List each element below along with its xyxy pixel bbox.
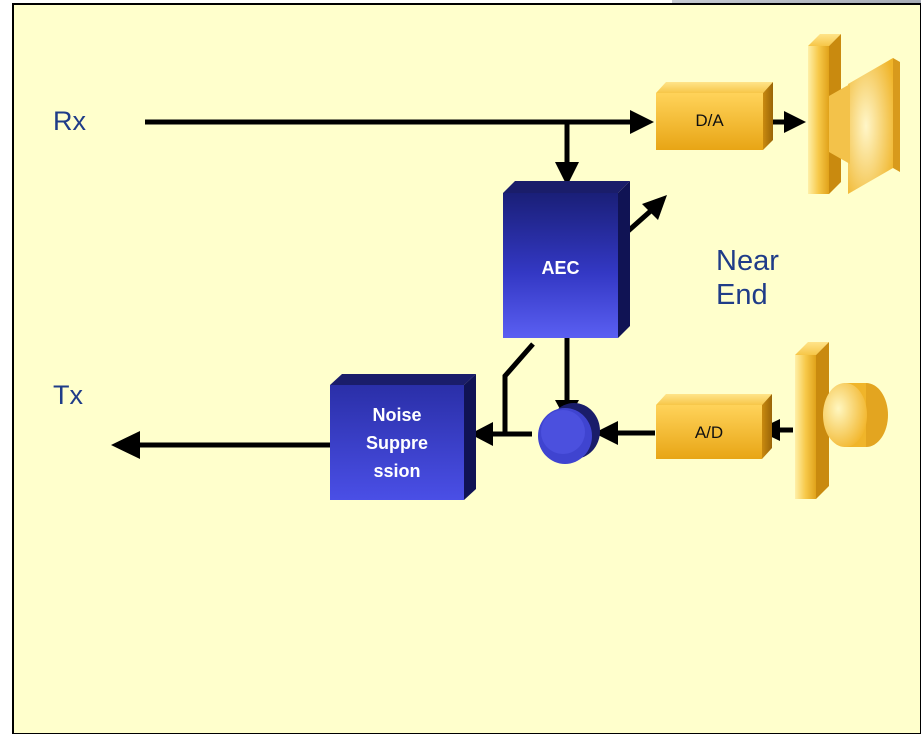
ad-block <box>656 394 772 459</box>
tx-label: Tx <box>53 380 83 410</box>
noise-line2: Suppre <box>365 433 428 453</box>
signal-lines <box>138 119 793 448</box>
arrow-to-speaker <box>784 111 806 133</box>
arrow-to-tx <box>111 431 140 459</box>
noise-suppression-label: Noise Suppre ssion <box>330 401 464 485</box>
da-label: D/A <box>695 111 724 130</box>
noise-suppression-block <box>330 374 476 500</box>
near-end-label: Near End <box>716 244 779 312</box>
speaker-icon <box>808 34 900 194</box>
arrow-to-ns <box>470 422 493 446</box>
aec-block <box>503 181 630 338</box>
arrow-aec-adapt <box>642 195 667 220</box>
arrow-to-sum-from-ad <box>594 421 618 445</box>
aec-label: AEC <box>541 258 580 278</box>
microphone-icon <box>795 342 888 499</box>
near-end-line2: End <box>716 279 768 311</box>
noise-line3: ssion <box>373 461 421 481</box>
near-end-line1: Near <box>716 245 779 277</box>
aec-adapt-line <box>625 206 656 234</box>
arrow-to-da <box>630 110 654 134</box>
ad-label: A/D <box>694 423 724 442</box>
noise-line1: Noise <box>372 405 422 425</box>
summing-junction-icon <box>538 403 600 464</box>
aec-error-line <box>502 342 535 434</box>
rx-label: Rx <box>53 106 86 136</box>
arrow-to-aec <box>555 162 579 186</box>
da-block <box>656 82 773 150</box>
